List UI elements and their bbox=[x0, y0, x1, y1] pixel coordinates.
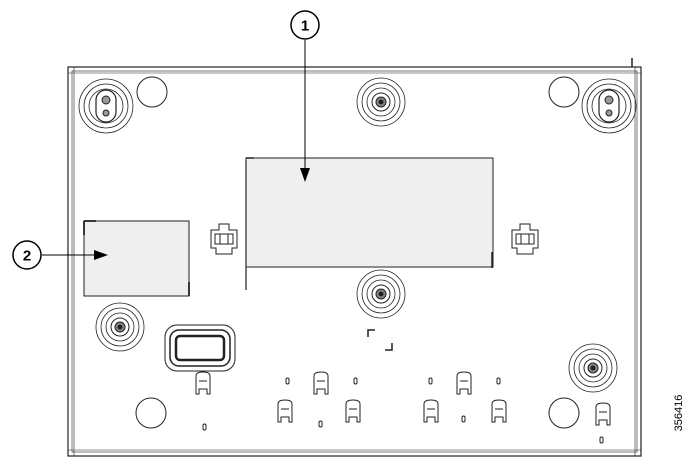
callout-1-number: 1 bbox=[301, 18, 309, 35]
vent-slot bbox=[164, 324, 236, 372]
label-panel-large bbox=[245, 157, 494, 290]
small-clip bbox=[195, 371, 611, 426]
small-hole bbox=[202, 377, 604, 444]
label-panel-small bbox=[83, 220, 190, 297]
alignment-mark bbox=[367, 329, 393, 351]
rubber-foot bbox=[135, 76, 580, 429]
figure-id: 356416 bbox=[673, 395, 685, 432]
latch-clip bbox=[210, 223, 539, 255]
callout-1: 1 bbox=[290, 10, 320, 182]
chassis-outline bbox=[67, 58, 642, 457]
callout-2: 2 bbox=[12, 240, 108, 270]
standoff-screw bbox=[95, 77, 618, 393]
keyhole-mount bbox=[78, 78, 637, 134]
callout-2-number: 2 bbox=[23, 248, 31, 265]
